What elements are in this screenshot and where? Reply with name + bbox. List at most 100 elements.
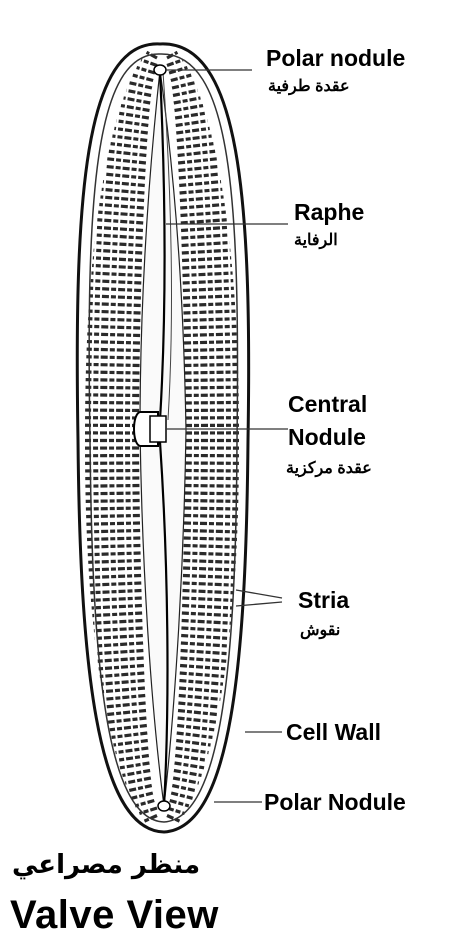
stria-line <box>85 478 139 479</box>
stria-line <box>177 136 212 140</box>
stria-line <box>88 561 141 563</box>
stria-line <box>102 688 145 692</box>
stria-line <box>183 568 235 570</box>
label-central-nodule-line2: Nodule <box>288 425 366 450</box>
stria-line <box>182 613 232 616</box>
label-cell-wall: Cell Wall <box>286 720 381 745</box>
label-stria-ar: نقوش <box>300 622 340 640</box>
central-nodule-core <box>150 416 166 442</box>
stria-line <box>88 319 140 321</box>
stria-line <box>171 793 192 798</box>
stria-line <box>103 182 145 186</box>
stria-line <box>87 546 140 548</box>
label-polar-nodule-top-ar: عقدة طرفية <box>268 78 349 96</box>
stria-line <box>112 136 147 140</box>
stria-line <box>185 402 239 403</box>
stria-line <box>180 189 223 193</box>
polar-nodule-top <box>154 65 166 75</box>
label-raphe: Raphe <box>294 200 364 225</box>
stria-line <box>171 75 191 80</box>
stria-line <box>170 801 189 806</box>
stria-line <box>183 576 235 578</box>
label-polar-nodule-bottom: Polar Nodule <box>264 790 406 815</box>
stria-line <box>177 144 213 148</box>
stria-line <box>104 174 145 178</box>
stria-line <box>85 402 139 403</box>
stria-line <box>176 741 210 746</box>
stria-line <box>179 681 223 685</box>
stria-line <box>184 364 238 365</box>
stria-line <box>86 493 140 494</box>
stria-line <box>92 606 142 608</box>
caption-arabic: منظر مصراعي <box>12 850 200 880</box>
stria-line <box>128 786 152 791</box>
stria-line <box>182 250 231 253</box>
stria-line <box>119 113 149 118</box>
stria-line <box>182 621 231 624</box>
stria-line <box>101 681 145 685</box>
stria-line <box>177 726 214 730</box>
stria-line <box>185 478 239 479</box>
stria-line <box>183 281 234 283</box>
stria-line <box>183 583 235 585</box>
stria-line <box>185 387 239 388</box>
stria-line <box>85 395 139 396</box>
stria-line <box>122 771 150 776</box>
stria-line <box>97 220 143 223</box>
stria-line <box>106 166 146 170</box>
stria-line <box>182 243 230 246</box>
stria-line <box>89 576 141 578</box>
stria-line <box>109 151 146 155</box>
stria-line <box>182 258 231 261</box>
stria-line <box>183 273 233 275</box>
stria-line <box>184 357 237 358</box>
label-stria: Stria <box>298 588 349 613</box>
stria-line <box>133 75 153 80</box>
stria-line <box>182 598 233 600</box>
stria-line <box>104 696 146 700</box>
stria-line <box>90 591 141 593</box>
stria-line <box>94 250 143 253</box>
stria-line <box>107 711 146 715</box>
stria-line <box>174 98 201 103</box>
stria-line <box>95 636 143 639</box>
stria-line <box>185 486 239 487</box>
stria-line <box>105 703 146 707</box>
stria-line <box>94 628 143 631</box>
stria-line <box>141 60 157 66</box>
stria-line <box>175 113 205 118</box>
stria-line <box>178 151 215 155</box>
label-raphe-ar: الرفاية <box>294 232 338 250</box>
stria-line <box>90 583 142 585</box>
stria-line <box>90 296 141 298</box>
stria-line <box>98 658 144 661</box>
stria-line <box>86 508 140 509</box>
stria-line <box>184 501 238 502</box>
stria-line <box>184 531 237 532</box>
stria-line <box>184 523 238 524</box>
stria-line <box>95 235 142 238</box>
stria-line <box>184 508 238 509</box>
stria-line <box>181 643 228 646</box>
stria-line <box>86 516 140 517</box>
stria-line <box>185 395 239 396</box>
stria-line <box>88 553 141 555</box>
stria-line <box>180 658 226 661</box>
polar-nodule-bottom <box>158 801 170 811</box>
stria-line <box>185 380 239 381</box>
stria-line <box>183 311 235 313</box>
stria-line <box>99 666 144 669</box>
stria-line <box>107 159 146 163</box>
stria-line <box>114 128 147 133</box>
caption-english: Valve View <box>10 893 219 938</box>
stria-line <box>89 303 141 305</box>
stria-line <box>178 159 217 163</box>
stria-line <box>125 778 151 783</box>
stria-line <box>87 531 140 532</box>
stria-line <box>113 741 147 746</box>
label-polar-nodule-top: Polar nodule <box>266 46 405 71</box>
stria-line <box>183 553 236 555</box>
stria-line <box>86 380 140 381</box>
stria-line <box>116 121 148 126</box>
stria-line <box>115 748 148 753</box>
